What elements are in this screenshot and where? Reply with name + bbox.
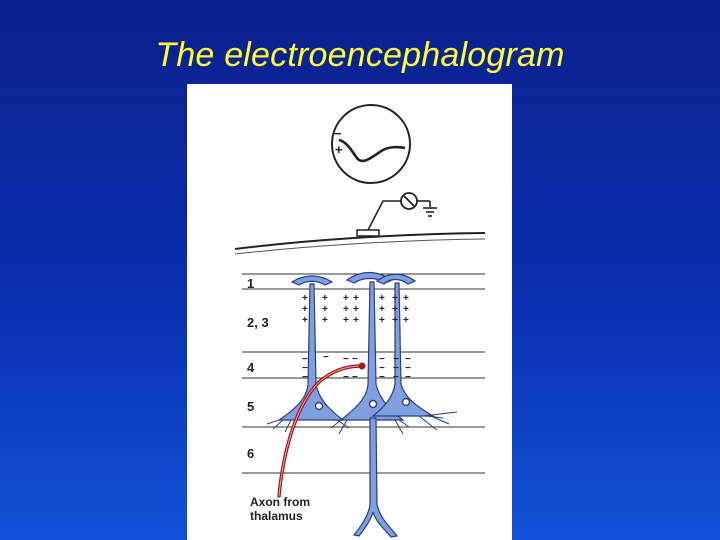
axon-label-line2: thalamus — [250, 509, 303, 523]
svg-text:−: − — [379, 363, 385, 374]
svg-text:+: + — [392, 315, 398, 326]
trace-negative-sign: − — [334, 126, 342, 141]
svg-text:+: + — [322, 293, 328, 304]
svg-text:+: + — [343, 293, 349, 304]
trace-positive-sign: + — [335, 142, 343, 157]
svg-text:−: − — [352, 354, 358, 365]
svg-text:−: − — [405, 372, 411, 383]
svg-text:−: − — [323, 352, 329, 363]
svg-text:+: + — [343, 304, 349, 315]
svg-text:+: + — [322, 304, 328, 315]
slide-title: The electroencephalogram — [155, 36, 565, 74]
thalamic-axon — [277, 364, 363, 498]
svg-text:+: + — [302, 304, 308, 315]
svg-text:−: − — [393, 363, 399, 374]
basal-dendrites — [266, 411, 458, 435]
layer-label-5: 5 — [247, 399, 254, 414]
svg-text:+: + — [379, 315, 385, 326]
neuron-nuclei — [314, 397, 411, 411]
axon-label-line1: Axon from — [250, 495, 310, 509]
svg-text:−: − — [393, 354, 399, 365]
svg-text:+: + — [302, 293, 308, 304]
svg-text:+: + — [392, 293, 398, 304]
svg-text:−: − — [405, 354, 411, 365]
svg-text:+: + — [379, 304, 385, 315]
svg-text:−: − — [302, 372, 308, 383]
layer-label-2-3: 2, 3 — [247, 315, 269, 330]
svg-text:+: + — [343, 315, 349, 326]
amplifier-meter — [400, 192, 431, 210]
cortex-diagram-panel: − + 1 2, 3 — [187, 84, 512, 540]
svg-text:−: − — [352, 372, 358, 383]
pyramidal-neuron-2 — [339, 281, 405, 421]
descending-axon — [352, 417, 399, 538]
scalp-surface — [234, 232, 486, 250]
svg-text:+: + — [302, 315, 308, 326]
svg-text:+: + — [322, 315, 328, 326]
svg-text:+: + — [353, 315, 359, 326]
electrode-wire — [366, 200, 401, 233]
cortex-diagram: − + 1 2, 3 — [234, 104, 486, 538]
svg-text:−: − — [379, 372, 385, 383]
svg-text:−: − — [379, 354, 385, 365]
svg-text:+: + — [403, 315, 409, 326]
svg-text:+: + — [353, 293, 359, 304]
svg-text:−: − — [302, 354, 308, 365]
svg-text:+: + — [379, 293, 385, 304]
skull-surface — [234, 238, 486, 255]
eeg-trace-display: − + — [331, 104, 411, 184]
svg-text:+: + — [403, 304, 409, 315]
negative-charges: − − − − − − − − − − − − − − − − − — [302, 352, 411, 383]
svg-text:+: + — [353, 304, 359, 315]
eeg-waveform — [338, 138, 406, 163]
svg-text:+: + — [403, 293, 409, 304]
svg-text:−: − — [343, 354, 349, 365]
svg-text:−: − — [343, 372, 349, 383]
ground-icon — [423, 207, 437, 217]
positive-charges: + + + + + + + + + + + + + + + + + + + + … — [302, 293, 409, 326]
cortical-layer-lines — [242, 273, 485, 474]
axon-terminal — [358, 362, 366, 370]
scalp-electrode — [356, 229, 380, 237]
layer-label-4: 4 — [247, 360, 255, 375]
layer-label-6: 6 — [247, 446, 254, 461]
layer-label-1: 1 — [247, 276, 254, 291]
pyramidal-neuron-3 — [371, 282, 436, 417]
svg-text:+: + — [392, 304, 398, 315]
pyramidal-neurons — [277, 271, 436, 538]
svg-text:−: − — [405, 363, 411, 374]
svg-text:−: − — [393, 372, 399, 383]
svg-text:−: − — [302, 363, 308, 374]
